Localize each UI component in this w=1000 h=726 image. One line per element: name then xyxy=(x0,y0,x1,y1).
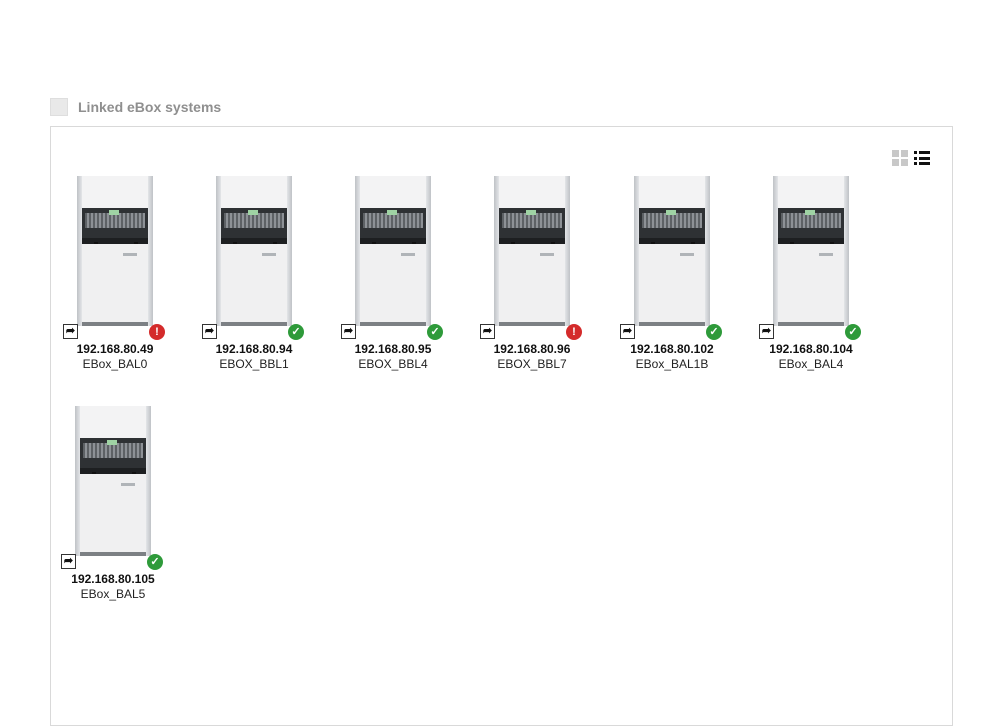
share-arrow-icon[interactable]: ➦ xyxy=(480,324,495,339)
device-name: EBox_BAL0 xyxy=(82,357,148,371)
check-circle-icon: ✓ xyxy=(706,324,722,340)
share-arrow-icon[interactable]: ➦ xyxy=(202,324,217,339)
ebox-cabinet-image[interactable]: ➦ ! xyxy=(480,176,582,340)
device-ip: 192.168.80.94 xyxy=(215,342,293,356)
device-name: EBox_BAL5 xyxy=(80,587,146,601)
share-arrow-icon[interactable]: ➦ xyxy=(341,324,356,339)
share-arrow-icon[interactable]: ➦ xyxy=(63,324,78,339)
ebox-cabinet-image[interactable]: ➦ ✓ xyxy=(759,176,861,340)
device-tile[interactable]: ➦ ! 192.168.80.96 EBOX_BBL7 xyxy=(472,176,592,371)
check-circle-icon: ✓ xyxy=(845,324,861,340)
ebox-cabinet-image[interactable]: ➦ ✓ xyxy=(202,176,304,340)
device-tile[interactable]: ➦ ✓ 192.168.80.94 EBOX_BBL1 xyxy=(194,176,314,371)
view-toggle xyxy=(892,150,930,166)
device-ip: 192.168.80.96 xyxy=(493,342,571,356)
share-arrow-icon[interactable]: ➦ xyxy=(759,324,774,339)
device-name: EBox_BAL4 xyxy=(778,357,844,371)
check-circle-icon: ✓ xyxy=(147,554,163,570)
exclamation-circle-icon: ! xyxy=(149,324,165,340)
device-tile[interactable]: ➦ ! 192.168.80.49 EBox_BAL0 xyxy=(55,176,175,371)
device-ip: 192.168.80.95 xyxy=(354,342,432,356)
section-title: Linked eBox systems xyxy=(78,99,222,115)
section-checkbox[interactable] xyxy=(50,98,68,116)
share-arrow-icon[interactable]: ➦ xyxy=(620,324,635,339)
device-tile[interactable]: ➦ ✓ 192.168.80.104 EBox_BAL4 xyxy=(751,176,871,371)
section-header: Linked eBox systems xyxy=(50,97,221,117)
device-ip: 192.168.80.104 xyxy=(769,342,853,356)
ebox-cabinet-image[interactable]: ➦ ✓ xyxy=(620,176,722,340)
exclamation-circle-icon: ! xyxy=(566,324,582,340)
ebox-cabinet-image[interactable]: ➦ ✓ xyxy=(341,176,443,340)
device-tile[interactable]: ➦ ✓ 192.168.80.105 EBox_BAL5 xyxy=(53,406,173,601)
ebox-cabinet-image[interactable]: ➦ ! xyxy=(63,176,165,340)
share-arrow-icon[interactable]: ➦ xyxy=(61,554,76,569)
device-name: EBox_BAL1B xyxy=(635,357,709,371)
device-name: EBOX_BBL7 xyxy=(497,357,567,371)
device-ip: 192.168.80.105 xyxy=(71,572,155,586)
check-circle-icon: ✓ xyxy=(427,324,443,340)
device-ip: 192.168.80.49 xyxy=(76,342,154,356)
check-circle-icon: ✓ xyxy=(288,324,304,340)
device-tile[interactable]: ➦ ✓ 192.168.80.102 EBox_BAL1B xyxy=(612,176,732,371)
device-name: EBOX_BBL4 xyxy=(358,357,428,371)
device-tile[interactable]: ➦ ✓ 192.168.80.95 EBOX_BBL4 xyxy=(333,176,453,371)
ebox-cabinet-image[interactable]: ➦ ✓ xyxy=(61,406,163,570)
device-name: EBOX_BBL1 xyxy=(219,357,289,371)
device-ip: 192.168.80.102 xyxy=(630,342,714,356)
list-view-icon[interactable] xyxy=(914,150,930,166)
grid-view-icon[interactable] xyxy=(892,150,908,166)
